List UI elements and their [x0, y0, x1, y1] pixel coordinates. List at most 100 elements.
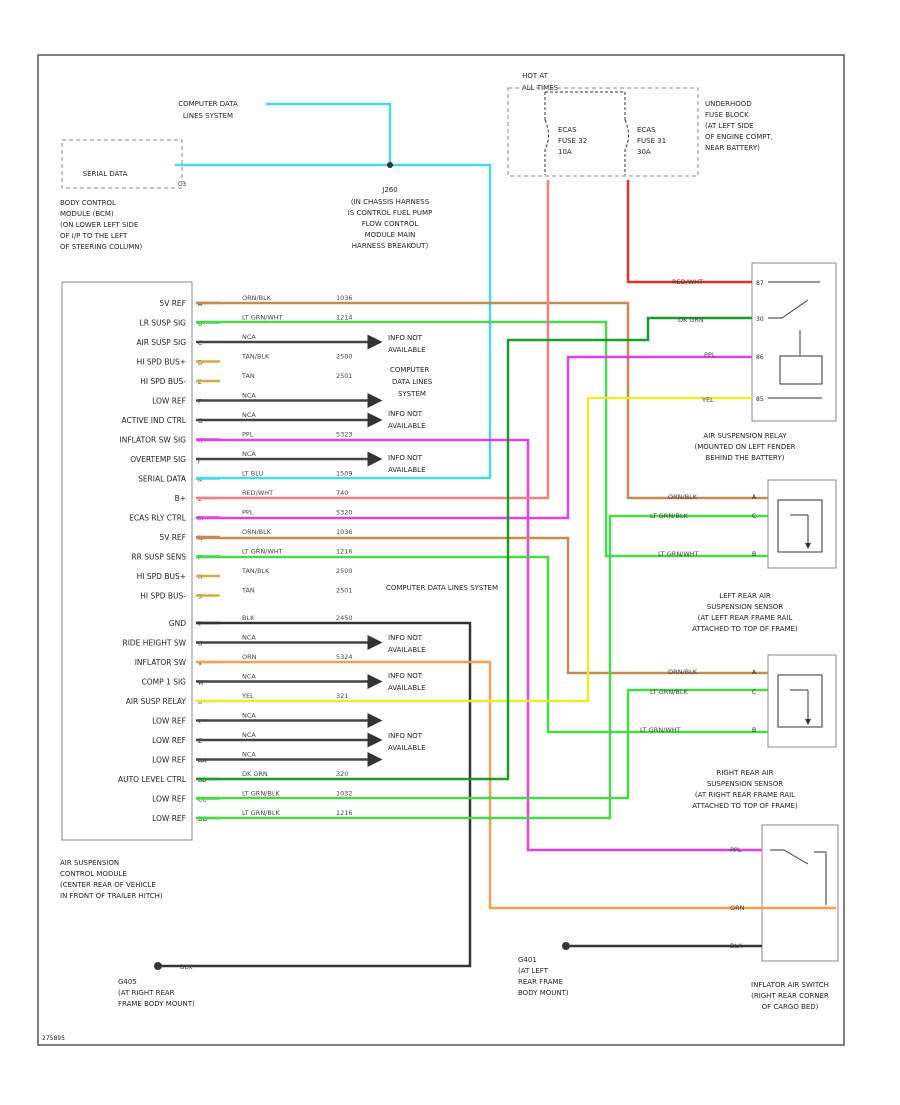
wire-lr-susp-sig	[196, 320, 768, 558]
pin-number: U	[198, 641, 202, 648]
wire-color-label: TAN/BLK	[241, 567, 270, 575]
pin-name: INFLATOR SW	[135, 658, 187, 667]
svg-text:ORN/BLK: ORN/BLK	[668, 668, 698, 676]
pin-name: LOW REF	[152, 397, 186, 406]
pin-number: Y	[197, 719, 202, 726]
pin-name: SERIAL DATA	[138, 475, 187, 484]
relay-wire-labels: RED/WHT DK GRN PPL YEL	[672, 278, 716, 404]
pin-number: G	[198, 418, 203, 425]
svg-text:AIR SUSPENSION RELAY: AIR SUSPENSION RELAY	[703, 432, 787, 440]
circuit-number: 5324	[336, 653, 353, 661]
circuit-number: 1216	[336, 809, 353, 817]
wire-low-ref-dd	[196, 514, 768, 820]
pin-name: HI SPD BUS+	[137, 572, 186, 581]
pin-name: AUTO LEVEL CTRL	[118, 775, 187, 784]
pin-number: E	[198, 379, 202, 386]
svg-text:ORN: ORN	[730, 904, 745, 912]
svg-text:G405: G405	[118, 978, 137, 986]
wire-ecas-relay	[196, 355, 752, 520]
wire-color-label: LT GRN/BLK	[242, 790, 280, 798]
wire-serial-data	[196, 102, 492, 480]
air-suspension-relay	[751, 262, 837, 422]
info-na-2: INFO NOT AVAILABLE	[388, 410, 426, 430]
wire-color-label: ORN/BLK	[242, 528, 272, 536]
svg-text:INFO NOT: INFO NOT	[388, 454, 423, 462]
hot-at-line1: HOT AT	[522, 72, 549, 80]
relay-pins: 87 30 86 85	[756, 280, 764, 403]
svg-text:INFO NOT: INFO NOT	[388, 634, 423, 642]
svg-text:DK GRN: DK GRN	[678, 316, 704, 324]
wire-air-relay	[196, 396, 752, 703]
pin-number: B	[198, 321, 202, 328]
pin-number: BB	[198, 777, 206, 784]
ground-g401-icon	[562, 942, 570, 950]
circuit-number: 2501	[336, 587, 353, 595]
info-na-6: INFO NOT AVAILABLE	[388, 732, 426, 752]
wire-fuse31-relay	[626, 180, 752, 284]
circuit-number: 1032	[336, 790, 353, 798]
svg-text:LT GRN/WHT: LT GRN/WHT	[658, 550, 699, 558]
circuit-number: 2500	[336, 353, 353, 361]
wire-rr-5v-ref	[196, 536, 768, 675]
pin-number: Z	[198, 738, 202, 745]
pin-number: F	[198, 399, 202, 406]
cdl-note-2: COMPUTER DATA LINES SYSTEM	[386, 584, 498, 592]
circuit-number: 5323	[336, 431, 353, 439]
wire-color-label: NCA	[242, 450, 256, 458]
svg-text:NEAR BATTERY): NEAR BATTERY)	[705, 144, 760, 152]
wire-color-label: TAN	[241, 372, 255, 380]
fuse-32: ECAS FUSE 32 10A	[558, 126, 587, 156]
svg-text:INFO NOT: INFO NOT	[388, 672, 423, 680]
pin-name: AIR SUSP SIG	[136, 338, 186, 347]
svg-text:AVAILABLE: AVAILABLE	[388, 422, 426, 430]
pin-name: B+	[175, 494, 186, 503]
svg-text:AVAILABLE: AVAILABLE	[388, 466, 426, 474]
svg-text:FUSE BLOCK: FUSE BLOCK	[705, 111, 749, 119]
pin-number: V	[198, 660, 203, 667]
svg-text:CONTROL MODULE: CONTROL MODULE	[60, 870, 127, 878]
svg-text:A: A	[752, 669, 757, 676]
svg-text:IN FRONT OF TRAILER HITCH): IN FRONT OF TRAILER HITCH)	[60, 892, 163, 900]
svg-text:ORN/BLK: ORN/BLK	[668, 493, 698, 501]
svg-text:RIGHT REAR AIR: RIGHT REAR AIR	[717, 769, 774, 777]
pin-name: HI SPD BUS-	[140, 592, 186, 601]
svg-text:30: 30	[756, 316, 764, 323]
pin-name: HI SPD BUS-	[140, 377, 186, 386]
pin-name: HI SPD BUS+	[137, 358, 186, 367]
svg-text:LT GRN/WHT: LT GRN/WHT	[640, 726, 681, 734]
svg-text:OF CARGO BED): OF CARGO BED)	[762, 1003, 819, 1011]
bcm-label: BODY CONTROL MODULE (BCM) (ON LOWER LEFT…	[60, 199, 142, 251]
pin-number: J	[197, 457, 200, 464]
diagram-frame	[37, 54, 845, 1046]
svg-text:(AT RIGHT REAR: (AT RIGHT REAR	[118, 989, 175, 997]
svg-text:86: 86	[756, 354, 764, 361]
svg-text:COMPUTER: COMPUTER	[390, 366, 429, 374]
splice-j260-dot	[387, 162, 393, 168]
wire-color-label: LT GRN/WHT	[242, 548, 283, 556]
rr-sensor-box	[767, 654, 837, 748]
pin-name: INFLATOR SW SIG	[120, 436, 187, 445]
pin-name: LOW REF	[152, 795, 186, 804]
wire-color-label: TAN	[241, 587, 255, 595]
air-relay-label: AIR SUSPENSION RELAY (MOUNTED ON LEFT FE…	[694, 432, 795, 462]
wire-color-label: RED/WHT	[242, 489, 273, 497]
wire-color-label: NCA	[242, 751, 256, 759]
svg-text:AVAILABLE: AVAILABLE	[388, 744, 426, 752]
svg-text:AVAILABLE: AVAILABLE	[388, 346, 426, 354]
svg-text:BLK: BLK	[730, 942, 743, 950]
cdl-note-1: COMPUTER DATA LINES SYSTEM	[390, 366, 433, 398]
svg-text:OF ENGINE COMPT,: OF ENGINE COMPT,	[705, 133, 773, 141]
wire-b-plus	[196, 180, 550, 500]
wire-color-label: NCA	[242, 634, 256, 642]
splice-j260-label: J260 (IN CHASSIS HARNESS IS CONTROL FUEL…	[348, 186, 432, 250]
svg-text:(RIGHT REAR CORNER: (RIGHT REAR CORNER	[751, 992, 829, 1000]
serial-data-box-label: SERIAL DATA	[83, 170, 128, 178]
svg-text:LT GRN/BLK: LT GRN/BLK	[650, 688, 688, 696]
svg-text:RED/WHT: RED/WHT	[672, 278, 703, 286]
wire-color-label: ORN/BLK	[242, 294, 272, 302]
wire-color-label: LT BLU	[242, 470, 264, 478]
svg-text:AIR SUSPENSION: AIR SUSPENSION	[60, 859, 119, 867]
wire-color-label: NCA	[242, 411, 256, 419]
svg-text:INFO NOT: INFO NOT	[388, 410, 423, 418]
